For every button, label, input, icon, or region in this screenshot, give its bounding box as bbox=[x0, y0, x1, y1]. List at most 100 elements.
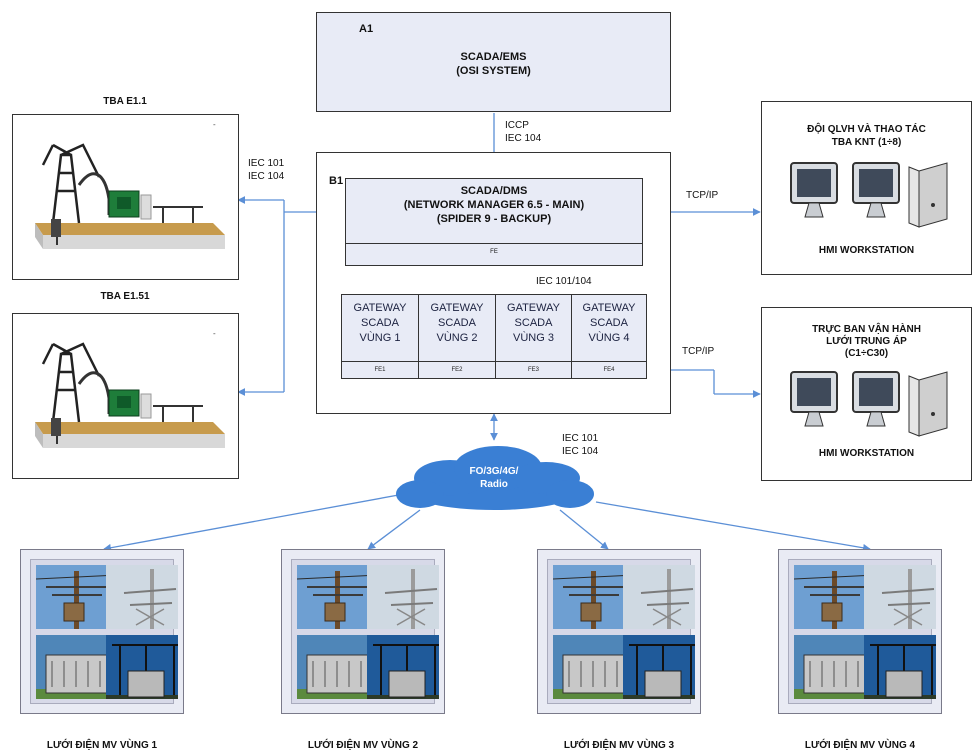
hmi-top-subtitle: TBA KNT (1÷8) bbox=[831, 137, 902, 148]
substation-e151-illustration: - bbox=[35, 329, 225, 448]
region-4-label: LƯỚI ĐIỆN MV VÙNG 4 bbox=[804, 740, 916, 751]
server-icon bbox=[908, 162, 948, 228]
region-3-photo-4 bbox=[623, 635, 695, 699]
gateway-3-line2: SCADA bbox=[514, 317, 553, 329]
gateway-3-fe: FE3 bbox=[496, 361, 571, 378]
cloud-label-1: FO/3G/4G/ bbox=[469, 466, 519, 477]
region-3-photo-grid bbox=[547, 559, 695, 704]
region-3-label: LƯỚI ĐIỆN MV VÙNG 3 bbox=[563, 740, 675, 751]
network-cloud bbox=[396, 446, 594, 510]
monitor-icon bbox=[852, 162, 900, 218]
iec104-cloud-label: IEC 104 bbox=[562, 446, 599, 457]
scada-dms-backup: (SPIDER 9 - BACKUP) bbox=[436, 213, 552, 225]
gateway-1-line3: VÙNG 1 bbox=[359, 332, 401, 344]
hmi-top-title: ĐỘI QLVH VÀ THAO TÁC bbox=[807, 124, 926, 135]
gateway-3-line3: VÙNG 3 bbox=[513, 332, 554, 344]
hmi-bottom-footer: HMI WORKSTATION bbox=[818, 448, 915, 459]
scada-ems-box: A1 SCADA/EMS (OSI SYSTEM) bbox=[316, 12, 671, 112]
gateway-1-line2: SCADA bbox=[361, 317, 399, 329]
region-2-photo-2 bbox=[367, 565, 439, 629]
cloud-region2-link bbox=[367, 509, 421, 550]
gateway-1: GATEWAY SCADA VÙNG 1 FE1 bbox=[342, 295, 419, 378]
gateway-4-fe: FE4 bbox=[572, 361, 646, 378]
scada-dms-box: SCADA/DMS (NETWORK MANAGER 6.5 - MAIN) (… bbox=[345, 178, 643, 266]
hmi-bottom-workstations bbox=[790, 371, 948, 437]
region-3-photo-3 bbox=[553, 635, 625, 699]
gateway-2: GATEWAY SCADA VÙNG 2 FE2 bbox=[419, 295, 496, 378]
gateway-1-fe: FE1 bbox=[342, 361, 418, 378]
region-1-photo-1 bbox=[36, 565, 108, 629]
cloud-region4-link bbox=[595, 501, 871, 552]
scada-dms-fe: FE bbox=[490, 249, 498, 255]
hmi-top-workstations bbox=[790, 162, 948, 228]
monitor-icon bbox=[852, 371, 900, 427]
region-3-photo-1 bbox=[553, 565, 625, 629]
svg-text:-: - bbox=[213, 329, 216, 338]
iec101-left-label: IEC 101 bbox=[248, 158, 285, 169]
iec104-label: IEC 104 bbox=[505, 133, 542, 144]
iec-101-104-label: IEC 101/104 bbox=[536, 276, 592, 287]
substation-e11-box: - bbox=[12, 114, 239, 280]
hmi-top-footer: HMI WORKSTATION bbox=[818, 245, 915, 256]
region-4-photo-grid bbox=[788, 559, 936, 704]
server-icon bbox=[908, 371, 948, 437]
scada-dms-title: SCADA/DMS bbox=[460, 185, 528, 197]
region-1-panel bbox=[20, 549, 184, 714]
substation-e11-title: TBA E1.1 bbox=[103, 96, 147, 107]
b1-tag: B1 bbox=[329, 175, 344, 187]
region-2-photo-4 bbox=[367, 635, 439, 699]
gateway-4: GATEWAY SCADA VÙNG 4 FE4 bbox=[572, 295, 646, 378]
gateway-3: GATEWAY SCADA VÙNG 3 FE3 bbox=[496, 295, 572, 378]
gateway-2-line1: GATEWAY bbox=[430, 302, 484, 314]
region-1-photo-3 bbox=[36, 635, 108, 699]
gateway-2-line2: SCADA bbox=[438, 317, 476, 329]
gateway-3-line1: GATEWAY bbox=[507, 302, 560, 314]
hmi-bottom-subtitle: LƯỚI TRUNG ÁP bbox=[826, 336, 907, 347]
substation-e151-box: - bbox=[12, 313, 239, 479]
region-2-photo-grid bbox=[291, 559, 439, 704]
hmi-bottom-box: TRỰC BAN VẬN HÀNH LƯỚI TRUNG ÁP (C1÷C30)… bbox=[761, 307, 972, 481]
scada-ems-subtitle: (OSI SYSTEM) bbox=[456, 65, 531, 77]
gateway-4-line3: VÙNG 4 bbox=[588, 332, 630, 344]
cloud-region1-link bbox=[103, 493, 405, 552]
region-2-panel bbox=[281, 549, 445, 714]
a1-tag: A1 bbox=[359, 23, 374, 35]
gateway-4-line1: GATEWAY bbox=[582, 302, 636, 314]
hmi-bottom-title: TRỰC BAN VẬN HÀNH bbox=[812, 324, 921, 335]
substation-e11-illustration: - bbox=[35, 120, 225, 249]
region-3-panel bbox=[537, 549, 701, 714]
region-1-label: LƯỚI ĐIỆN MV VÙNG 1 bbox=[46, 740, 158, 751]
gateway-2-fe: FE2 bbox=[419, 361, 495, 378]
region-1-photo-2 bbox=[106, 565, 178, 629]
region-3-photo-2 bbox=[623, 565, 695, 629]
gateway-1-line1: GATEWAY bbox=[353, 302, 407, 314]
substation-e151-title: TBA E1.51 bbox=[100, 291, 150, 302]
region-4-photo-1 bbox=[794, 565, 866, 629]
cloud-label-2: Radio bbox=[480, 479, 508, 490]
scada-ems-title: SCADA/EMS bbox=[460, 51, 527, 63]
region-1-photo-grid bbox=[30, 559, 178, 704]
monitor-icon bbox=[790, 371, 838, 427]
tcp-ip-top-label: TCP/IP bbox=[686, 190, 719, 201]
scada-dms-main: (NETWORK MANAGER 6.5 - MAIN) bbox=[403, 199, 585, 211]
gateway-4-line2: SCADA bbox=[590, 317, 628, 329]
region-4-photo-2 bbox=[864, 565, 936, 629]
region-2-photo-1 bbox=[297, 565, 369, 629]
svg-text:-: - bbox=[213, 120, 216, 129]
gateway-row: GATEWAY SCADA VÙNG 1 FE1 GATEWAY SCADA VÙNG … bbox=[341, 294, 647, 379]
cloud-region3-link bbox=[559, 509, 609, 550]
hmi-bottom-range: (C1÷C30) bbox=[844, 348, 889, 359]
region-4-photo-3 bbox=[794, 635, 866, 699]
region-4-photo-4 bbox=[864, 635, 936, 699]
region-2-label: LƯỚI ĐIỆN MV VÙNG 2 bbox=[307, 740, 419, 751]
region-4-panel bbox=[778, 549, 942, 714]
tcp-ip-bottom-label: TCP/IP bbox=[682, 346, 715, 357]
hmi-top-box: ĐỘI QLVH VÀ THAO TÁC TBA KNT (1÷8) HMI W… bbox=[761, 101, 972, 275]
gateway-2-line3: VÙNG 2 bbox=[436, 332, 478, 344]
region-1-photo-4 bbox=[106, 635, 178, 699]
iec101-cloud-label: IEC 101 bbox=[562, 433, 599, 444]
iec104-left-label: IEC 104 bbox=[248, 171, 285, 182]
region-2-photo-3 bbox=[297, 635, 369, 699]
iccp-label: ICCP bbox=[505, 120, 529, 131]
